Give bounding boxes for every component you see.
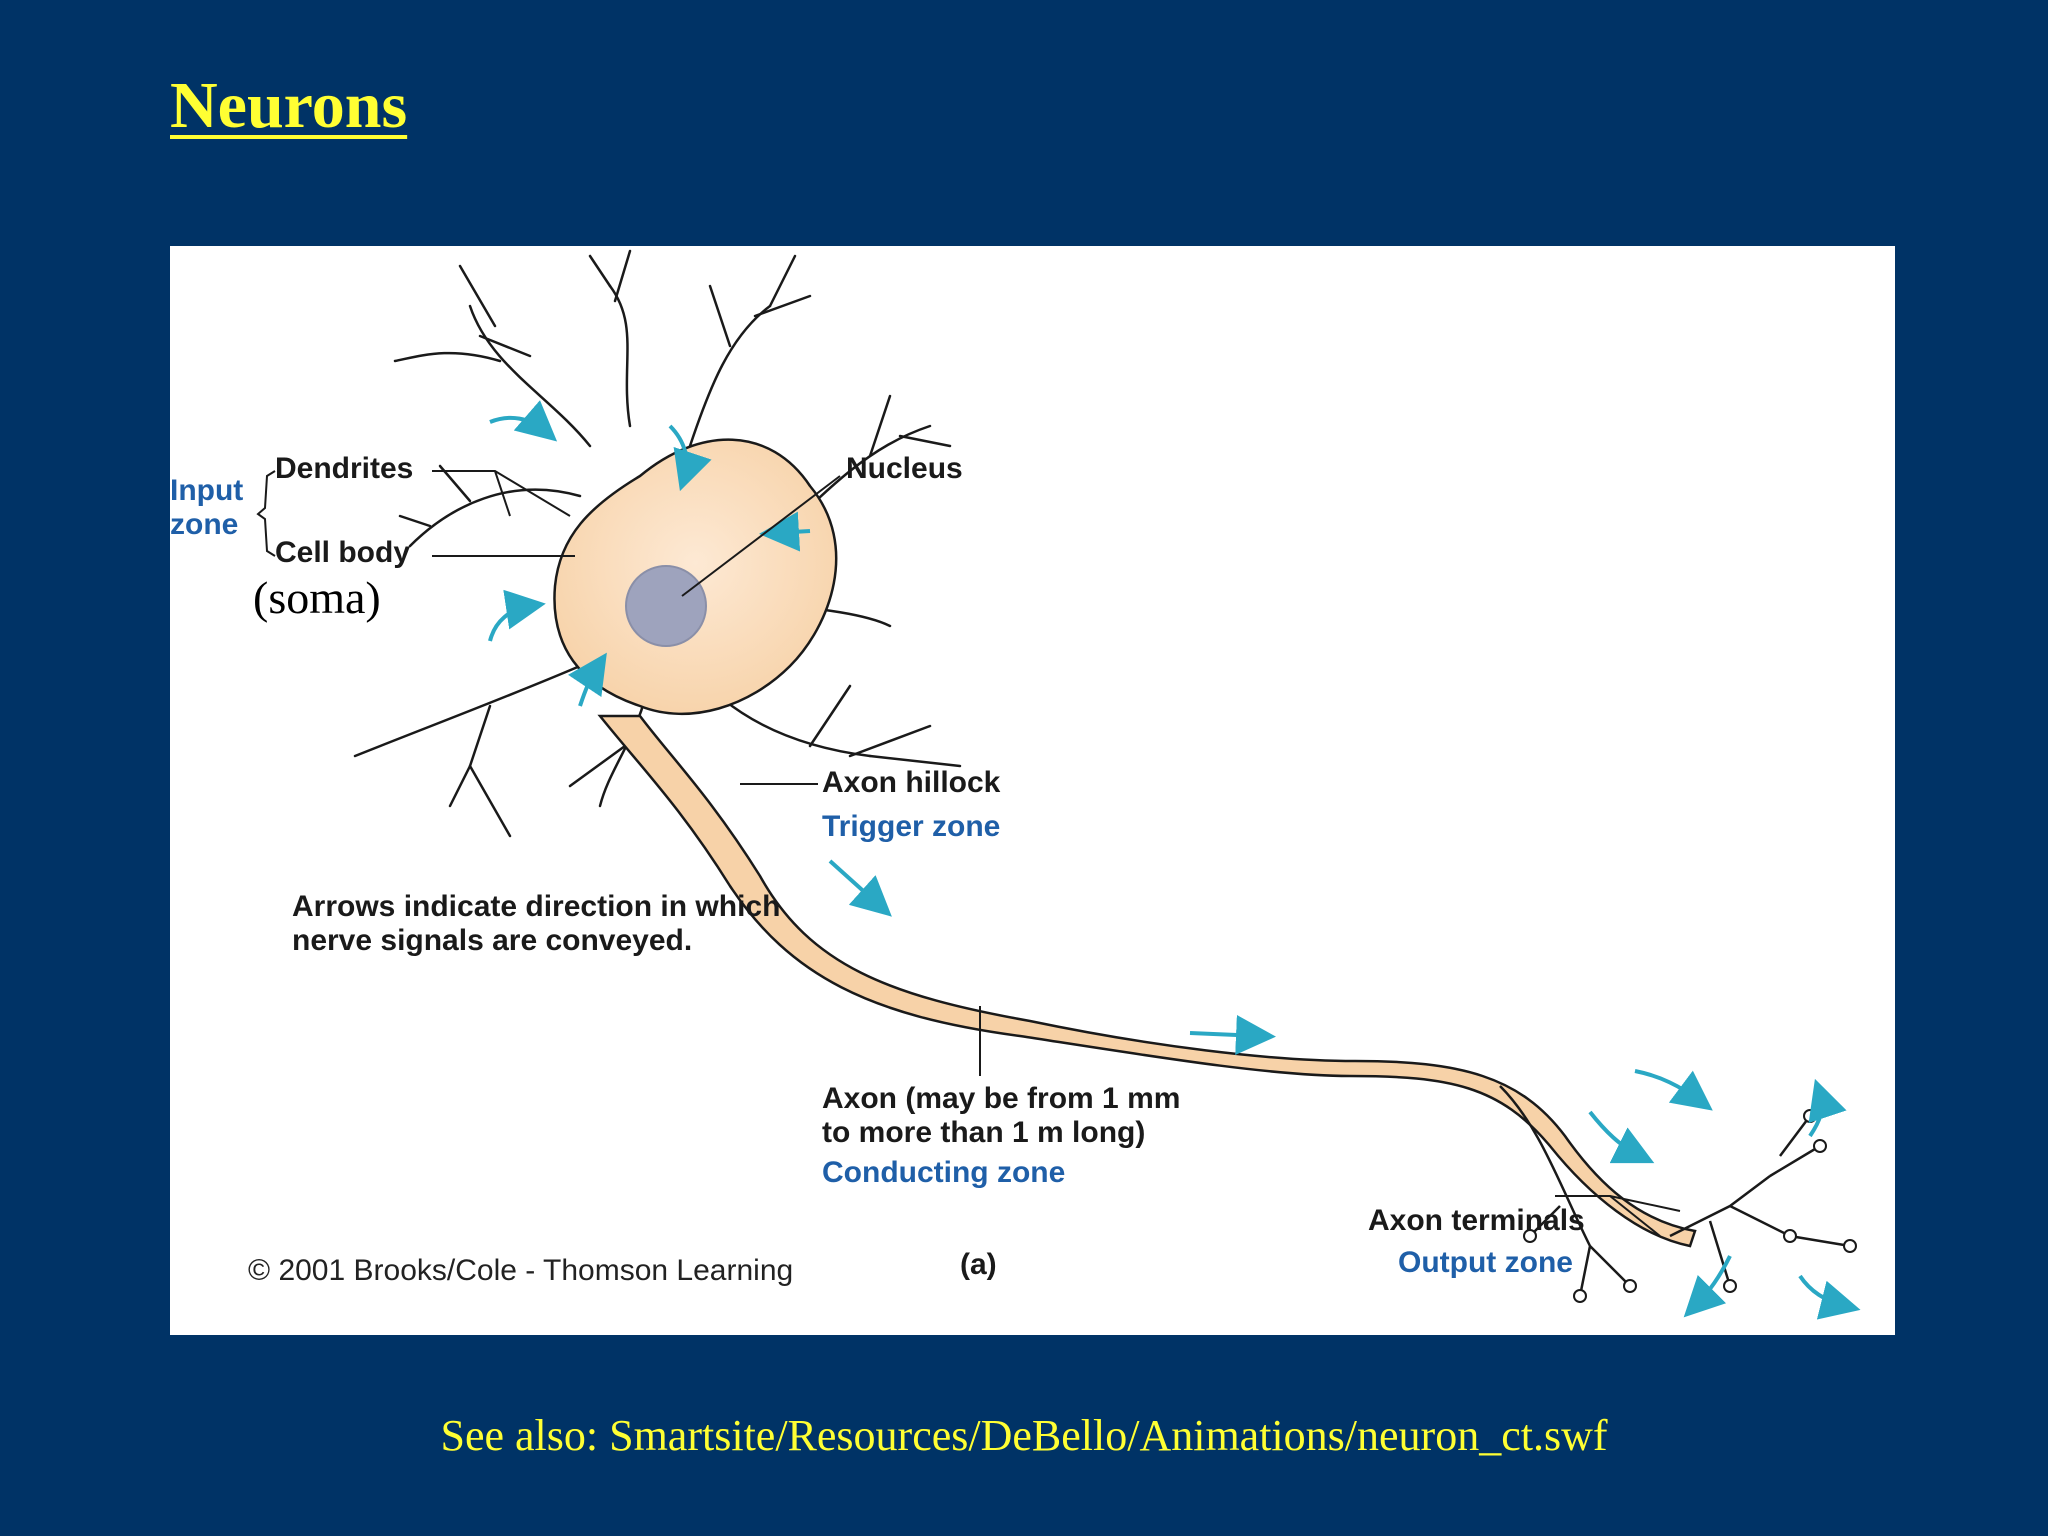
axon-label: Axon (may be from 1 mm to more than 1 m …: [822, 1082, 1181, 1149]
terminal-branches: [1669, 1115, 1851, 1287]
neuron-illustration: [256, 249, 1861, 1320]
axon-terminals-label: Axon terminals: [1368, 1204, 1585, 1237]
dendrites-label: Dendrites: [275, 452, 414, 485]
cell-body-and-axon: [553, 438, 1857, 1303]
cell-body-label: Cell body: [275, 536, 411, 569]
leader-lines: [256, 470, 1681, 1237]
axon-hillock-label: Axon hillock: [822, 766, 1001, 799]
nucleus-label: Nucleus: [846, 452, 963, 485]
axon-branches: [1499, 1085, 1631, 1297]
signal-arrows: [488, 400, 1861, 1320]
conducting-zone-label: Conducting zone: [822, 1156, 1066, 1189]
arrows-note: Arrows indicate direction in which nerve…: [292, 890, 781, 957]
soma-label: (soma): [253, 572, 381, 623]
slide-title: Neurons: [170, 69, 408, 142]
cell-body-shape: [553, 438, 838, 716]
copyright-notice: © 2001 Brooks/Cole - Thomson Learning: [248, 1254, 794, 1287]
nucleus-shape: [625, 565, 707, 647]
footer-link-text: See also: Smartsite/Resources/DeBello/An…: [440, 1411, 1608, 1460]
input-zone-label: Input zone: [170, 474, 244, 541]
axon-shape: [597, 714, 1697, 1248]
panel-label: (a): [960, 1248, 997, 1281]
output-zone-label: Output zone: [1398, 1246, 1573, 1279]
trigger-zone-label: Trigger zone: [822, 810, 1001, 843]
terminal-boutons: [1523, 1109, 1857, 1303]
neuron-diagram: Input zone Dendrites Cell body (soma) Nu…: [170, 246, 1895, 1335]
